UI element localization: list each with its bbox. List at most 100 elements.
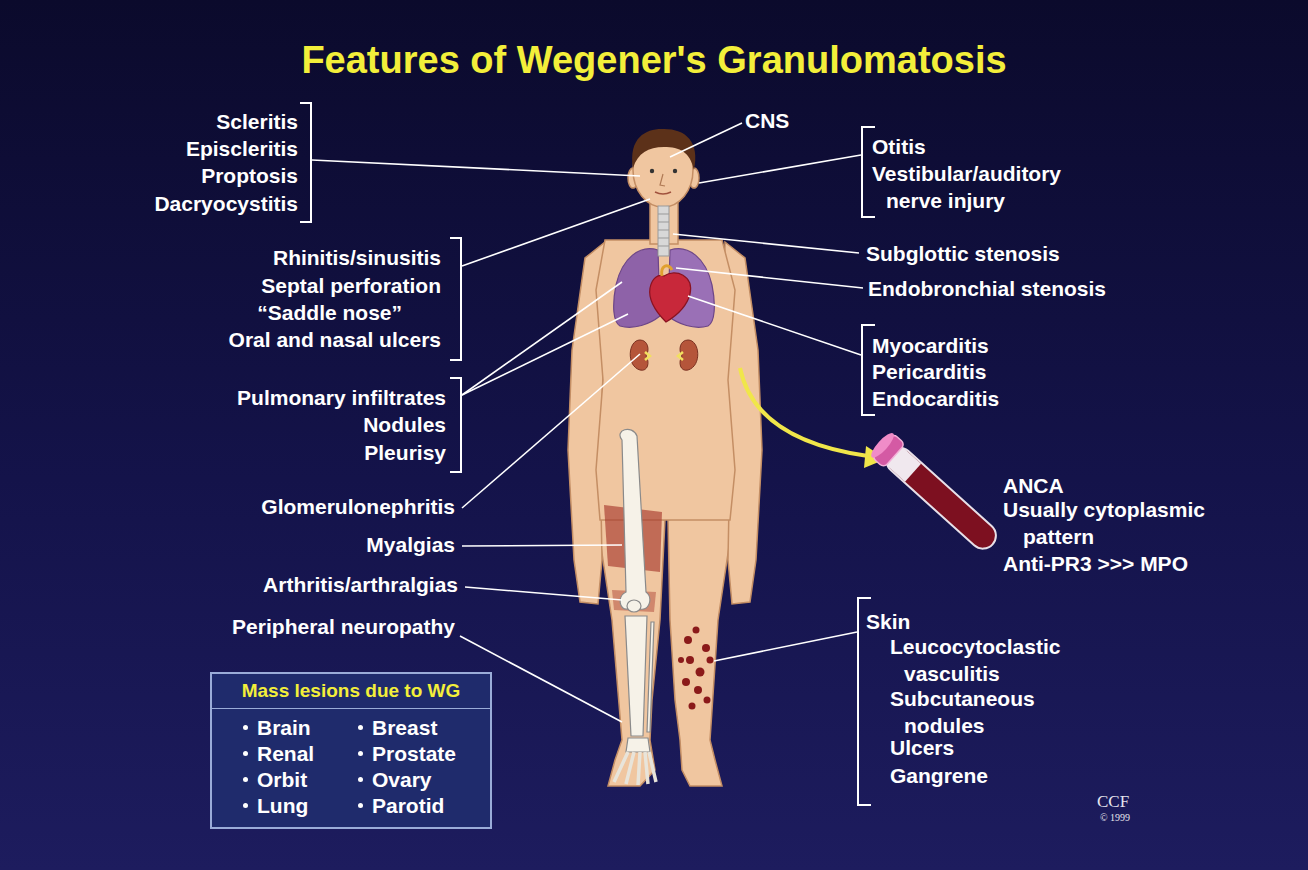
lesion-site: Parotid: [372, 794, 444, 817]
symptom-label: Arthritis/arthralgias: [263, 571, 458, 598]
skin-lesions: [682, 678, 690, 686]
lesion-item: Ovary: [358, 767, 474, 793]
leader-line: [462, 199, 650, 266]
lesion-site: Prostate: [372, 742, 456, 765]
lesion-item: Parotid: [358, 793, 474, 819]
lab-test-label: Anti-PR3 >>> MPO: [1003, 550, 1188, 577]
copyright-mark: © 1999: [1100, 812, 1130, 824]
bullet-dot: [358, 725, 363, 730]
skin-lesions: [694, 686, 702, 694]
face: [650, 169, 677, 194]
symptom-label: Dacryocystitis: [154, 190, 298, 217]
face: [660, 174, 665, 186]
leader-line: [462, 545, 622, 546]
lesion-item: Breast: [358, 715, 474, 741]
test-tube: [868, 430, 1003, 556]
bullet-dot: [243, 777, 248, 782]
face: [655, 192, 671, 194]
skin-lesions: [704, 697, 711, 704]
trachea: [658, 206, 669, 256]
symptom-label: Rhinitis/sinusitis: [273, 244, 441, 271]
skin-lesions: [689, 703, 696, 710]
bullet-dot: [243, 803, 248, 808]
body-figure: [568, 133, 762, 786]
symptom-label: Gangrene: [890, 762, 988, 789]
lesion-list: BrainBreastRenalProstateOrbitOvaryLungPa…: [212, 709, 490, 827]
kidneys: [680, 340, 698, 370]
symptom-label: Subglottic stenosis: [866, 240, 1060, 267]
bracket: [450, 378, 461, 472]
symptom-label: Pleurisy: [364, 439, 446, 466]
symptom-label: Skin: [866, 608, 910, 635]
lesion-item: Prostate: [358, 741, 474, 767]
leader-line: [688, 296, 861, 355]
skin-lesions: [693, 627, 700, 634]
symptom-label: Scleritis: [216, 108, 298, 135]
symptom-label: Myalgias: [366, 531, 455, 558]
symptom-label: Episcleritis: [186, 135, 298, 162]
lesion-site: Brain: [257, 716, 311, 739]
trachea: [658, 206, 669, 256]
symptom-label: “Saddle nose”: [257, 299, 402, 326]
heart: [650, 266, 691, 322]
bracket: [450, 238, 461, 360]
symptom-label: Endobronchial stenosis: [868, 275, 1106, 302]
leg-skeleton: [625, 616, 647, 736]
leader-line: [699, 155, 861, 183]
leader-line: [676, 268, 863, 288]
leg-skeleton: [614, 752, 656, 785]
lesion-site: Ovary: [372, 768, 432, 791]
skin-lesions: [684, 636, 692, 644]
symptom-label: Subcutaneous nodules: [890, 685, 1064, 739]
leader-line: [673, 234, 859, 253]
blood-draw-arrow: [740, 368, 868, 456]
symptom-label: Myocarditis: [872, 332, 989, 359]
skin-lesions: [686, 656, 694, 664]
lab-test-label: Usually cytoplasmic pattern: [1003, 496, 1233, 550]
skin-lesions: [696, 668, 705, 677]
skin-lesions: [702, 644, 710, 652]
lesion-site: Breast: [372, 716, 437, 739]
leader-line: [312, 160, 640, 176]
heart: [650, 273, 691, 322]
symptom-label: Pericarditis: [872, 358, 986, 385]
leader-line: [462, 354, 640, 508]
bracket: [300, 103, 311, 222]
symptom-label: Glomerulonephritis: [261, 493, 455, 520]
symptom-label: Ulcers: [890, 734, 954, 761]
leg-skeleton: [626, 738, 650, 752]
symptom-label: Otitis: [872, 133, 926, 160]
lungs: [614, 249, 715, 328]
test-tube: [868, 430, 897, 460]
symptom-label: Endocarditis: [872, 385, 999, 412]
leg-skeleton: [647, 622, 654, 732]
symptom-label: Peripheral neuropathy: [232, 613, 455, 640]
blood-draw-arrow: [740, 368, 886, 468]
bullet-dot: [358, 803, 363, 808]
symptom-label: Vestibular/auditory nerve injury: [872, 160, 1086, 214]
bullet-dot: [358, 751, 363, 756]
symptom-label: Oral and nasal ulcers: [229, 326, 441, 353]
symptom-label: Proptosis: [201, 162, 298, 189]
leader-line: [670, 123, 742, 157]
face: [673, 169, 677, 173]
body-figure: [668, 500, 730, 786]
leader-line: [462, 314, 628, 395]
leader-line: [462, 282, 622, 395]
lab-test-label: ANCA: [1003, 472, 1064, 499]
lesion-item: Orbit: [243, 767, 358, 793]
diagram-title: Features of Wegener's Granulomatosis: [0, 38, 1308, 82]
lesion-item: Lung: [243, 793, 358, 819]
skin-lesions: [707, 657, 714, 664]
bullet-dot: [243, 725, 248, 730]
leg-skeleton: [620, 429, 650, 609]
symptom-label: Septal perforation: [261, 272, 441, 299]
test-tube: [881, 442, 1001, 554]
leader-line: [465, 587, 622, 600]
skin-lesions: [678, 627, 714, 710]
kidneys: [645, 352, 650, 360]
box-heading: Mass lesions due to WG: [212, 674, 490, 709]
mass-lesion-box: Mass lesions due to WGBrainBreastRenalPr…: [210, 672, 492, 829]
symptom-label: Nodules: [363, 411, 446, 438]
